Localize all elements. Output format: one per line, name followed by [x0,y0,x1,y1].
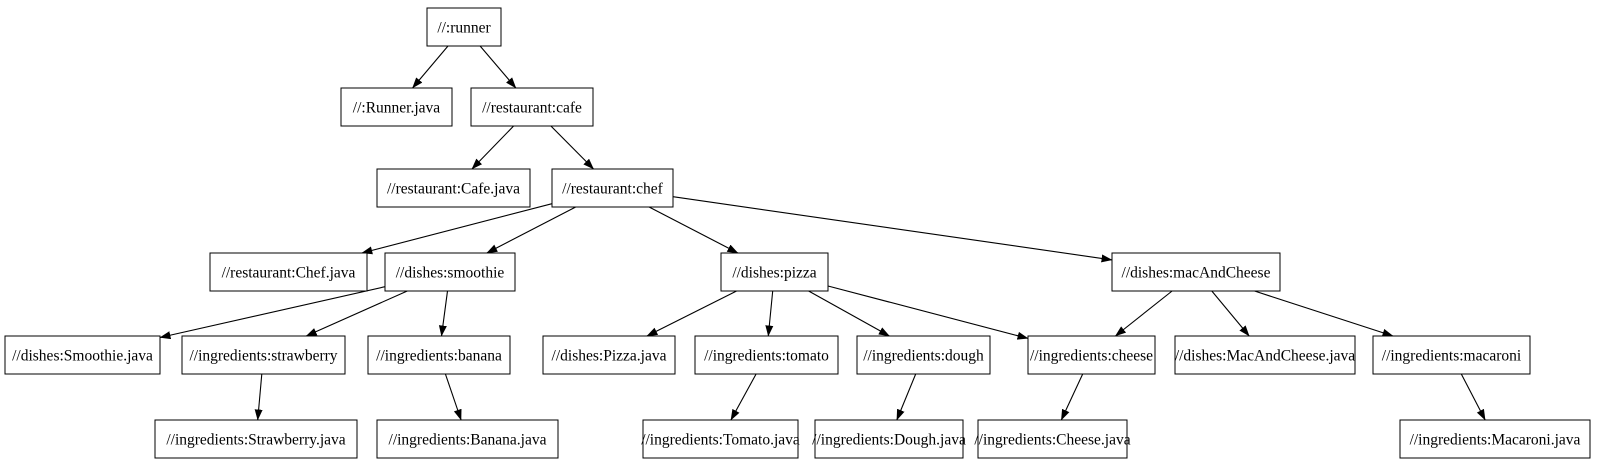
graph-node-banana: //ingredients:banana [367,335,511,375]
node-box-banana [367,335,511,375]
graph-node-mac-and-cheese-java: //dishes:MacAndCheese.java [1174,335,1356,375]
edge-macaroni-to-macaroni-java [1460,373,1486,421]
node-box-runner [426,7,502,47]
node-box-tomato [694,335,839,375]
node-box-banana-java [376,419,559,459]
graph-node-pizza-java: //dishes:Pizza.java [542,335,676,375]
node-label-cafe-java: //restaurant:Cafe.java [387,181,520,198]
edge-tomato-to-tomato-java [730,373,757,421]
graph-node-banana-java: //ingredients:Banana.java [376,419,559,459]
edge-cheese-to-cheese-java [1060,373,1084,421]
node-label-macaroni-java: //ingredients:Macaroni.java [1410,432,1581,449]
graph-node-chef: //restaurant:chef [551,168,674,208]
node-box-tomato-java [642,419,799,459]
edge-chef-to-pizza [648,206,739,254]
edge-cafe-to-chef [550,125,594,170]
graph-node-cafe-java: //restaurant:Cafe.java [376,168,531,208]
node-label-dough-java: //ingredients:Dough.java [812,432,966,449]
node-box-cafe-java [376,168,531,208]
node-label-banana: //ingredients:banana [376,348,502,365]
graph-node-dough-java: //ingredients:Dough.java [812,419,966,459]
node-label-cafe: //restaurant:cafe [482,100,582,117]
edge-pizza-to-cheese [827,285,1029,340]
graph-node-smoothie: //dishes:smoothie [384,252,516,292]
edge-cafe-to-cafe-java [471,125,514,170]
graph-node-tomato-java: //ingredients:Tomato.java [641,419,800,459]
edge-mac-and-cheese-to-cheese [1115,290,1173,337]
node-label-macaroni: //ingredients:macaroni [1382,348,1522,365]
graph-node-strawberry-java: //ingredients:Strawberry.java [154,419,358,459]
node-label-mac-and-cheese-java: //dishes:MacAndCheese.java [1175,348,1355,365]
edges-layer [159,45,1486,421]
node-label-runner-java: //:Runner.java [353,100,441,117]
graph-node-cafe: //restaurant:cafe [470,87,594,127]
node-label-strawberry-java: //ingredients:Strawberry.java [166,432,345,449]
node-label-chef: //restaurant:chef [562,181,664,198]
node-box-smoothie-java [4,335,161,375]
edge-runner-to-runner-java [412,45,449,89]
graph-node-runner: //:runner [426,7,502,47]
node-box-mac-and-cheese-java [1174,335,1356,375]
graph-node-mac-and-cheese: //dishes:macAndCheese [1111,252,1281,292]
edge-mac-and-cheese-to-mac-and-cheese-java [1211,290,1250,337]
node-label-smoothie-java: //dishes:Smoothie.java [12,348,153,365]
node-box-chef-java [209,252,368,292]
node-box-pizza [720,252,829,292]
graph-node-pizza: //dishes:pizza [720,252,829,292]
node-label-pizza-java: //dishes:Pizza.java [552,348,667,365]
node-label-tomato: //ingredients:tomato [704,348,829,365]
edge-mac-and-cheese-to-macaroni [1254,290,1394,337]
node-box-dough [856,335,991,375]
edge-smoothie-to-smoothie-java [159,286,386,340]
node-label-runner: //:runner [437,20,491,37]
node-label-strawberry: //ingredients:strawberry [189,348,337,365]
node-box-cheese-java [977,419,1128,459]
node-box-smoothie [384,252,516,292]
graph-node-macaroni-java: //ingredients:Macaroni.java [1399,419,1591,459]
edge-chef-to-chef-java [361,203,553,255]
graph-node-tomato: //ingredients:tomato [694,335,839,375]
node-label-banana-java: //ingredients:Banana.java [389,432,547,449]
node-box-strawberry [181,335,346,375]
graph-node-dough: //ingredients:dough [856,335,991,375]
edge-banana-to-banana-java [444,373,462,421]
nodes-layer: //:runner //:Runner.java //restaurant:cafe… [4,7,1591,459]
edge-dough-to-dough-java [896,373,917,421]
node-box-strawberry-java [154,419,358,459]
edge-pizza-to-tomato [765,290,774,337]
graph-node-macaroni: //ingredients:macaroni [1372,335,1531,375]
graph-node-cheese-java: //ingredients:Cheese.java [974,419,1131,459]
edge-pizza-to-pizza-java [646,290,737,337]
node-box-dough-java [814,419,964,459]
node-box-chef [551,168,674,208]
edge-runner-to-cafe [479,45,517,89]
edge-strawberry-to-strawberry-java [254,373,263,421]
edge-chef-to-mac-and-cheese [672,196,1113,263]
edge-chef-to-smoothie [486,206,576,254]
graph-node-cheese: //ingredients:cheese [1027,335,1156,375]
graph-node-strawberry: //ingredients:strawberry [181,335,346,375]
node-label-dough: //ingredients:dough [863,348,984,365]
node-box-pizza-java [542,335,676,375]
edge-smoothie-to-banana [438,290,449,337]
node-box-cheese [1027,335,1156,375]
node-label-cheese: //ingredients:cheese [1030,348,1153,365]
graph-node-runner-java: //:Runner.java [340,87,453,127]
node-box-macaroni [1372,335,1531,375]
edge-pizza-to-dough [808,290,890,337]
node-label-pizza: //dishes:pizza [732,265,816,282]
node-label-chef-java: //restaurant:Chef.java [222,265,356,282]
node-box-mac-and-cheese [1111,252,1281,292]
node-label-smoothie: //dishes:smoothie [396,265,505,282]
node-label-cheese-java: //ingredients:Cheese.java [974,432,1130,449]
graph-node-smoothie-java: //dishes:Smoothie.java [4,335,161,375]
node-label-tomato-java: //ingredients:Tomato.java [641,432,800,449]
node-box-cafe [470,87,594,127]
node-box-runner-java [340,87,453,127]
node-box-macaroni-java [1399,419,1591,459]
node-label-mac-and-cheese: //dishes:macAndCheese [1122,265,1271,282]
graph-node-chef-java: //restaurant:Chef.java [209,252,368,292]
edge-smoothie-to-strawberry [305,290,408,337]
